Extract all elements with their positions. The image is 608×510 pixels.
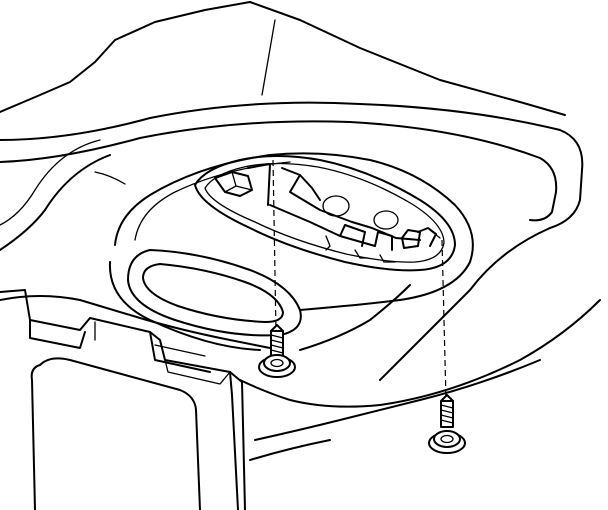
console-bracket-icon bbox=[214, 163, 441, 263]
screw-icon bbox=[258, 324, 296, 378]
screw-icon bbox=[428, 394, 466, 454]
headliner-panel-icon bbox=[0, 1, 601, 461]
interior-trim-icon bbox=[0, 289, 246, 510]
alignment-lines bbox=[272, 159, 447, 401]
